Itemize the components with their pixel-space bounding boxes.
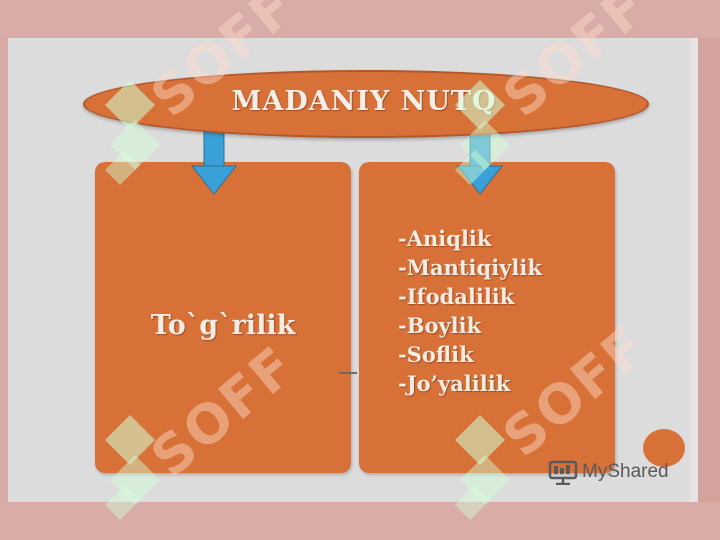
right-down-arrow-icon: [456, 126, 504, 195]
presentation-icon: [548, 460, 578, 485]
list-item: -Soflik: [398, 342, 474, 367]
list-item: -Ifodalilik: [398, 284, 515, 309]
left-down-arrow-icon: [190, 126, 238, 195]
list-item: -Jo’yalilik: [398, 371, 511, 396]
myshared-logo: MyShared: [548, 458, 669, 486]
slide-title: MADANIY NUTQ: [231, 86, 497, 117]
right-frame-band: [698, 38, 720, 502]
list-item: -Aniqlik: [398, 226, 492, 251]
right-edge-strip: [690, 38, 698, 502]
right-box-list: -Aniqlik -Mantiqiylik -Ifodalilik -Boyli…: [398, 224, 542, 398]
box-connector: [339, 372, 357, 374]
left-box-text: To`g`rilik: [150, 310, 296, 341]
top-frame-band: [0, 0, 720, 38]
decorative-circle: [643, 429, 685, 467]
list-item: -Mantiqiylik: [398, 255, 542, 280]
list-item: -Boylik: [398, 313, 482, 338]
bottom-frame-band: [0, 502, 720, 540]
logo-text: MyShared: [582, 461, 669, 482]
title-ellipse: [83, 70, 649, 138]
